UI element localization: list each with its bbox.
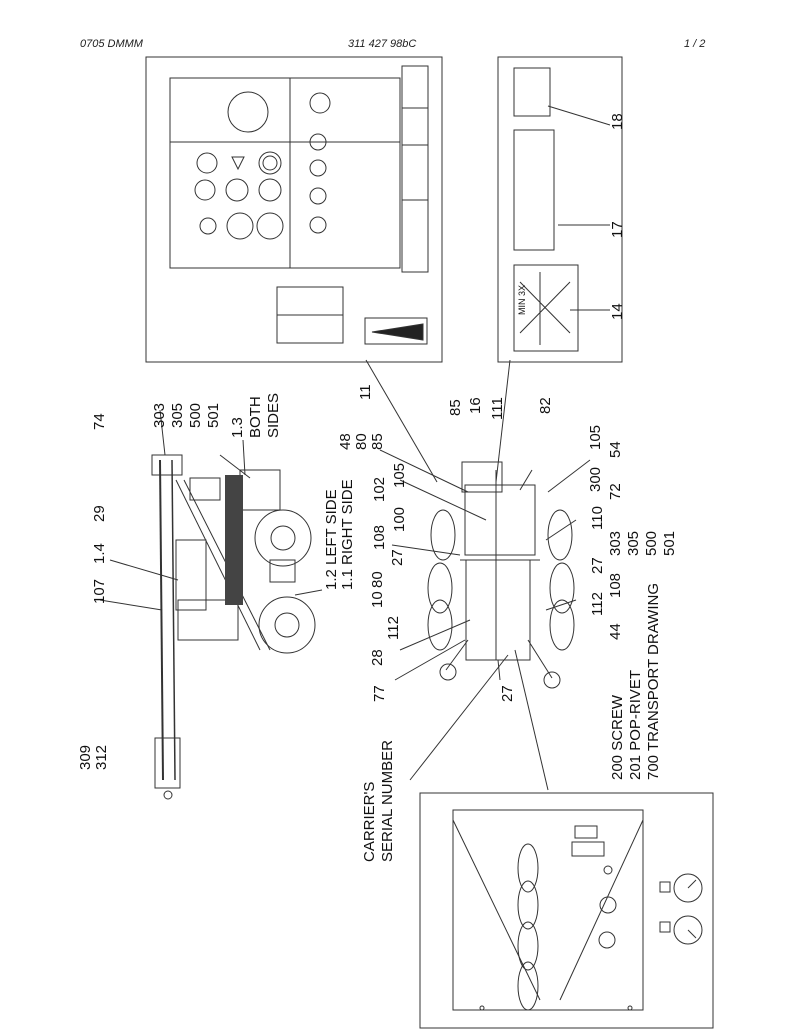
callout-108a: 108 bbox=[371, 524, 388, 550]
callout-serial-number: SERIAL NUMBER bbox=[379, 740, 396, 862]
callout-100: 100 bbox=[391, 506, 408, 532]
callout-44: 44 bbox=[607, 623, 624, 640]
note-pop-rivet: 201 POP-RIVET bbox=[627, 669, 644, 780]
decal-box bbox=[497, 56, 623, 363]
callout-85b: 85 bbox=[447, 399, 464, 416]
callout-17: 17 bbox=[609, 221, 626, 238]
control-panel-box bbox=[145, 56, 443, 363]
callout-107: 107 bbox=[91, 578, 108, 604]
callout-85a: 85 bbox=[369, 433, 386, 450]
callout-54: 54 bbox=[607, 441, 624, 458]
callout-1-3: 1.3 bbox=[229, 417, 246, 438]
callout-112b: 112 bbox=[589, 592, 606, 616]
callout-312: 312 bbox=[93, 744, 110, 770]
callout-500b: 500 bbox=[643, 530, 660, 556]
callout-11: 11 bbox=[357, 384, 374, 400]
callout-501a: 501 bbox=[205, 402, 222, 428]
callout-48: 48 bbox=[337, 433, 354, 450]
callout-303b: 303 bbox=[607, 530, 624, 556]
callout-10-80: 10 bbox=[369, 591, 386, 608]
callout-80a: 80 bbox=[353, 433, 370, 450]
callout-108b: 108 bbox=[607, 572, 624, 598]
callout-111: 111 bbox=[489, 397, 506, 420]
callout-left-side: 1.2 LEFT SIDE bbox=[323, 489, 340, 590]
callout-27c: 27 bbox=[589, 557, 606, 574]
callout-1-4: 1.4 bbox=[91, 543, 108, 564]
doc-code: 0705 DMMM bbox=[80, 38, 143, 50]
callout-72: 72 bbox=[607, 483, 624, 500]
callout-16: 16 bbox=[467, 397, 484, 414]
callout-105a: 105 bbox=[391, 462, 408, 488]
callout-29: 29 bbox=[91, 505, 108, 522]
callout-18: 18 bbox=[609, 113, 626, 130]
callout-sides: SIDES bbox=[265, 392, 282, 438]
callout-80b: 80 bbox=[369, 571, 386, 588]
part-number: 311 427 98bC bbox=[348, 38, 417, 50]
callout-28: 28 bbox=[369, 649, 386, 666]
callout-102: 102 bbox=[371, 476, 388, 502]
callout-305a: 305 bbox=[169, 402, 186, 428]
note-screw: 200 SCREW bbox=[609, 694, 626, 780]
callout-14: 14 bbox=[609, 303, 626, 320]
callout-309: 309 bbox=[77, 744, 94, 770]
callout-27b: 27 bbox=[499, 685, 516, 702]
callout-501b: 501 bbox=[661, 530, 678, 556]
callout-110: 110 bbox=[589, 506, 606, 530]
callout-82: 82 bbox=[537, 397, 554, 414]
callout-300: 300 bbox=[587, 466, 604, 492]
page-number: 1 / 2 bbox=[684, 38, 706, 50]
callout-27a: 27 bbox=[389, 549, 406, 566]
note-transport-drawing: 700 TRANSPORT DRAWING bbox=[645, 583, 662, 780]
decal-min3x-text: MIN 3X bbox=[517, 284, 527, 315]
callout-305b: 305 bbox=[625, 530, 642, 556]
callout-303a: 303 bbox=[151, 402, 168, 428]
callout-105b: 105 bbox=[587, 424, 604, 450]
callout-74: 74 bbox=[91, 413, 108, 430]
callout-112a: 112 bbox=[385, 616, 402, 640]
callout-right-side: 1.1 RIGHT SIDE bbox=[339, 479, 356, 590]
gauge-panel-box bbox=[419, 792, 714, 1029]
callout-both: BOTH bbox=[247, 396, 264, 438]
callout-77: 77 bbox=[371, 685, 388, 702]
callout-500a: 500 bbox=[187, 402, 204, 428]
callout-carriers: CARRIER'S bbox=[361, 781, 378, 862]
